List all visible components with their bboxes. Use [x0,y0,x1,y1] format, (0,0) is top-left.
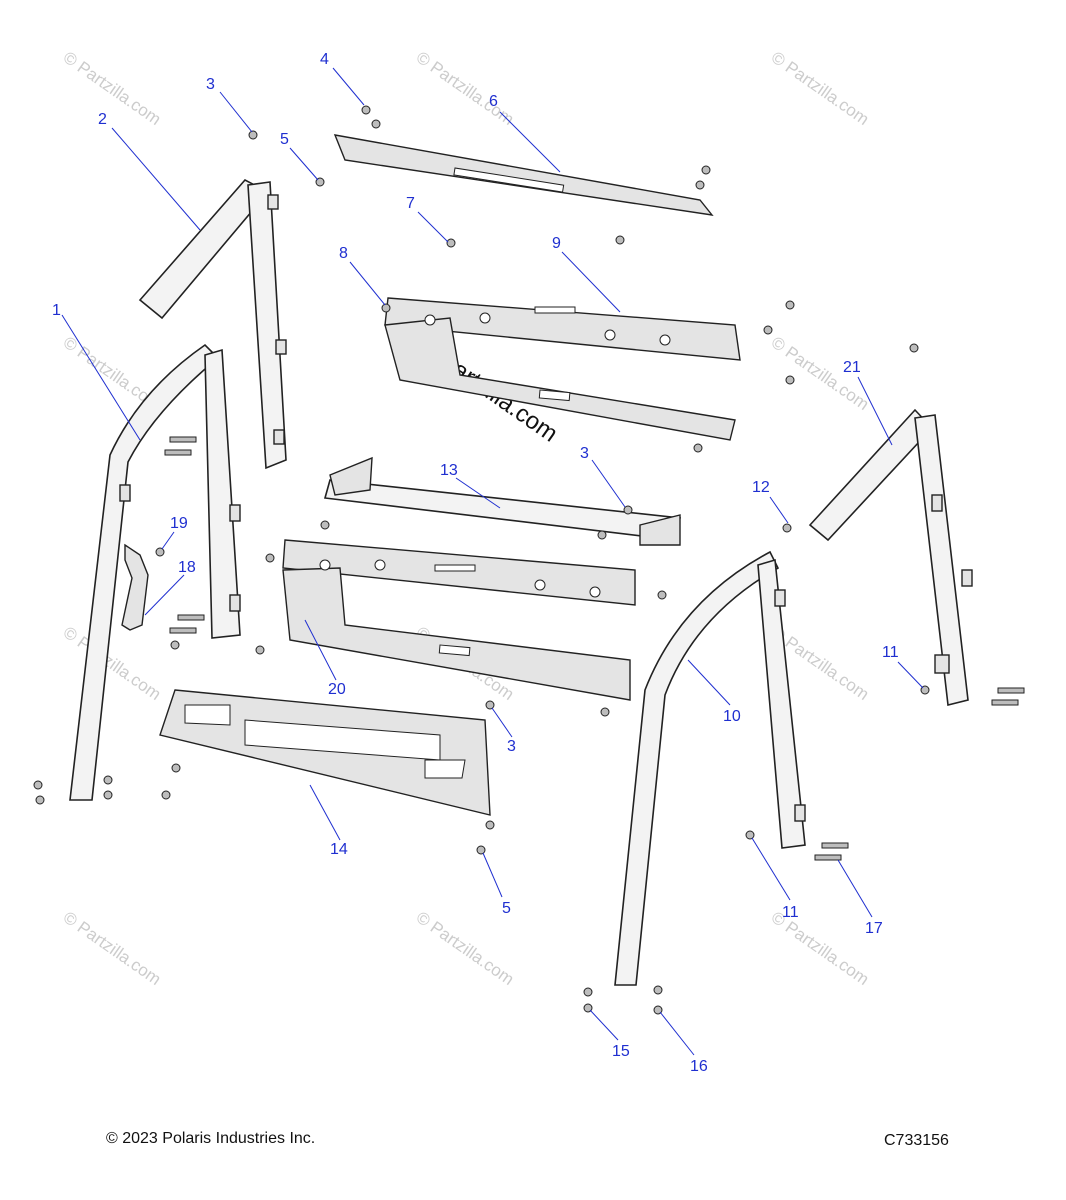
callout-5: 5 [502,900,511,917]
part-21-rear-right-hoop [808,408,973,706]
callout-5: 5 [280,131,289,148]
callout-3: 3 [507,738,516,755]
diagram-code: C733156 [884,1132,949,1149]
watermark: © Partzilla.com [413,48,518,129]
callout-20: 20 [328,681,346,698]
callout-19: 19 [170,515,188,532]
part-9-upper-cross-member [384,297,741,441]
callout-15: 15 [612,1043,630,1060]
leader-lines [61,67,924,1056]
callout-11: 11 [882,644,899,661]
callout-8: 8 [339,245,348,262]
part-13-cross-tube [323,456,681,546]
callout-17: 17 [865,920,883,937]
callout-21: 21 [843,359,861,376]
copyright-text: © 2023 Polaris Industries Inc. [106,1130,316,1147]
part-10-front-right-hoop [614,550,806,986]
callout-13: 13 [440,462,458,479]
hardware [33,105,1025,1015]
callout-1: 1 [52,302,61,319]
watermark: © Partzilla.com [60,623,165,704]
callout-7: 7 [406,195,415,212]
callout-2: 2 [98,111,107,128]
callout-10: 10 [723,708,741,725]
watermark: © Partzilla.com [60,48,165,129]
watermark: © Partzilla.com [413,908,518,989]
callout-9: 9 [552,235,561,252]
watermark: © Partzilla.com [60,908,165,989]
callout-14: 14 [330,841,348,858]
callout-18: 18 [178,559,196,576]
callout-6: 6 [489,93,498,110]
callout-12: 12 [752,479,770,496]
part-18-grab-handle [121,543,149,631]
part-20-lower-cross-member [282,539,636,701]
part-2-rear-left-hoop [138,178,287,470]
callout-11: 11 [782,904,799,921]
callouts: 1 2 3 4 5 6 7 8 9 13 3 12 21 19 18 20 3 … [52,51,899,1075]
part-14-rear-panel [159,689,491,816]
watermark: © Partzilla.com [768,48,873,129]
callout-3: 3 [206,76,215,93]
callout-16: 16 [690,1058,708,1075]
callout-3: 3 [580,445,589,462]
callout-4: 4 [320,51,329,68]
part-6-upper-cross-plate [333,134,714,216]
